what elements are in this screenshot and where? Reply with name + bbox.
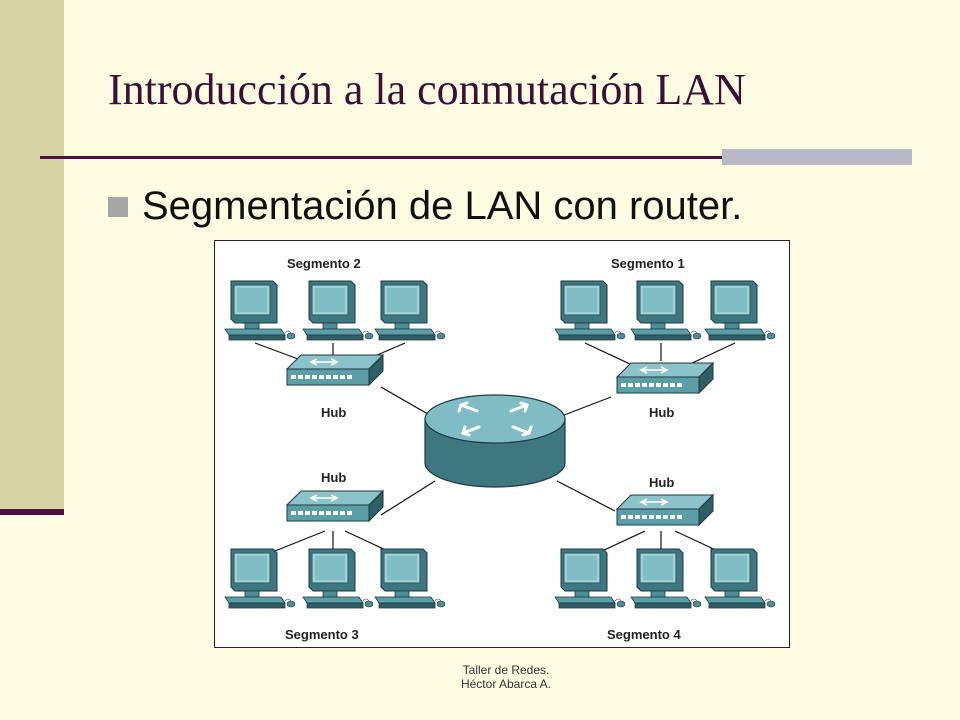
computer-icon	[374, 548, 446, 609]
hub-icon	[616, 494, 714, 526]
network-diagram-svg: Segmento 2 Segmento 1 Segmento 3 Segment…	[224, 256, 776, 642]
hub-icon	[616, 362, 714, 394]
slide-title: Introducción a la conmutación LAN	[108, 65, 746, 114]
left-decorative-bar	[0, 0, 64, 510]
segment-2-label: Segmento 2	[287, 256, 361, 271]
computer-icon	[374, 280, 446, 341]
segment-4-label: Segmento 4	[607, 627, 681, 642]
computer-icon	[630, 280, 702, 341]
footer-line-2: Héctor Abarca A.	[460, 677, 552, 691]
computer-icon	[302, 548, 374, 609]
network-diagram: Segmento 2 Segmento 1 Segmento 3 Segment…	[214, 240, 790, 648]
hub-label: Hub	[321, 405, 346, 420]
hub-label: Hub	[649, 405, 674, 420]
segment-3-label: Segmento 3	[285, 627, 359, 642]
bullet-text: Segmentación de LAN con router.	[142, 184, 743, 228]
footer-line-1: Taller de Redes.	[462, 663, 550, 677]
hub-icon	[286, 354, 384, 386]
computer-icon	[554, 280, 626, 341]
hub-label: Hub	[649, 475, 674, 490]
bullet-item: Segmentación de LAN con router.	[108, 184, 742, 229]
computer-icon	[224, 548, 296, 609]
computer-icon	[302, 280, 374, 341]
computer-icon	[554, 548, 626, 609]
bullet-square-icon	[108, 196, 128, 217]
router-icon	[424, 394, 566, 488]
title-divider-accent	[722, 149, 912, 165]
footer: Taller de Redes. Héctor Abarca A.	[0, 663, 960, 691]
computer-icon	[704, 280, 776, 341]
computer-icon	[704, 548, 776, 609]
hub-label: Hub	[321, 470, 346, 485]
title-divider	[40, 156, 912, 159]
computer-icon	[224, 280, 296, 341]
segment-1-label: Segmento 1	[611, 256, 685, 271]
computer-icon	[630, 548, 702, 609]
hub-icon	[286, 490, 384, 522]
left-bar-accent	[0, 509, 64, 515]
